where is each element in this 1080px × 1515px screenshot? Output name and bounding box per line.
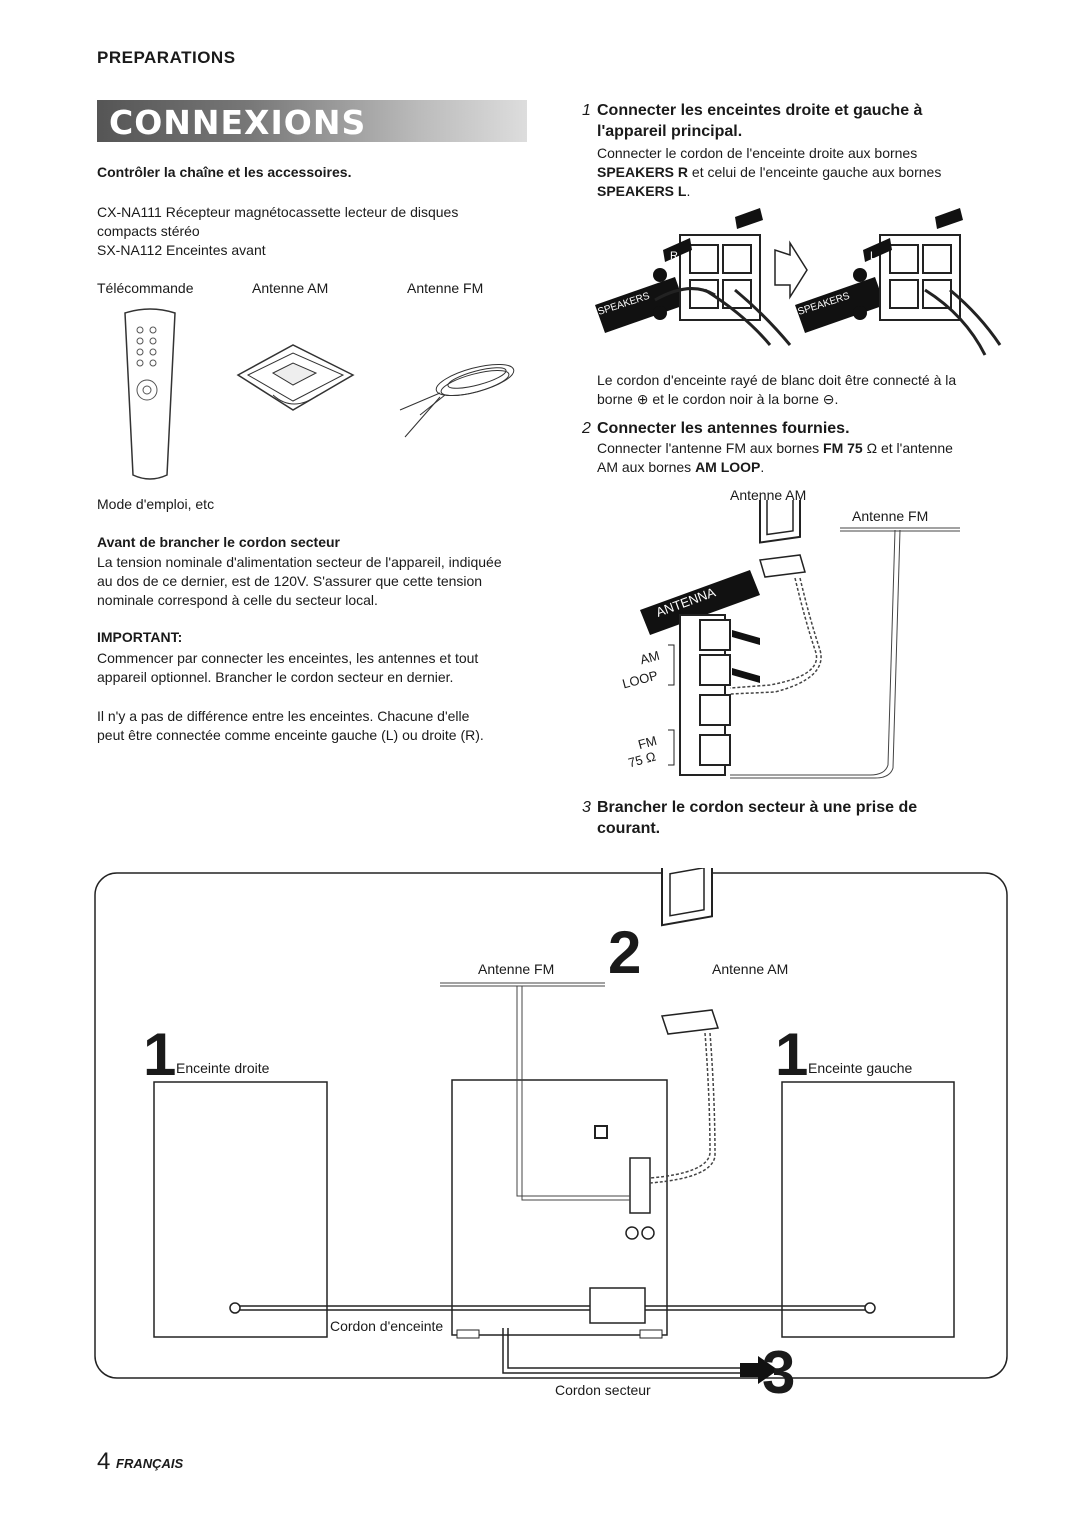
wire-note-2a: borne (597, 391, 637, 407)
speakers-l-term: SPEAKERS L (597, 183, 687, 199)
important-text-2: appareil optionnel. Brancher le cordon s… (97, 669, 454, 685)
arrow-icon (774, 240, 808, 300)
important-heading: IMPORTANT: (97, 629, 183, 645)
page-number: 4 (97, 1448, 111, 1475)
before-text-3: nominale correspond à celle du secteur l… (97, 592, 378, 608)
wire-note-2: borne ⊕ et le cordon noir à la borne ⊖. (597, 390, 838, 409)
overview-antenna-am: Antenne AM (712, 961, 789, 977)
overview-number-1-right: 1 (775, 1021, 809, 1088)
before-text-2: au dos de ce dernier, est de 120V. S'ass… (97, 573, 483, 589)
step1-heading-line1: Connecter les enceintes droite et gauche… (597, 102, 923, 119)
speaker-terminal-diagram: R SPEAKERS L SPEAKERS (595, 208, 1002, 356)
items-line-1: CX-NA111 Récepteur magnétocassette lecte… (97, 204, 459, 220)
step2-text-2a: AM aux bornes (597, 459, 696, 475)
overview-number-1-left: 1 (143, 1021, 177, 1088)
step2-text-1: Connecter l'antenne FM aux bornes FM 75 … (597, 439, 953, 458)
wire-note-2c: . (834, 391, 839, 407)
speakers-r-term: SPEAKERS R (597, 164, 689, 180)
step2-text-2: AM aux bornes AM LOOP. (597, 458, 764, 477)
step1-heading: 1 Connecter les enceintes droite et gauc… (582, 100, 1007, 142)
step1-text-1: Connecter le cordon de l'enceinte droite… (597, 145, 918, 161)
step3-heading-line2: courant. (597, 820, 661, 837)
overview-speaker-cord: Cordon d'enceinte (330, 1318, 444, 1334)
before-text-1: La tension nominale d'alimentation secte… (97, 554, 502, 570)
overview-diagram (94, 868, 1008, 1384)
banner-title: CONNEXIONS (109, 103, 367, 142)
antenna-am-label: Antenne AM (730, 487, 807, 503)
accessory-fm-label: Antenne FM (407, 280, 484, 296)
overview-speaker-right: Enceinte droite (176, 1060, 270, 1076)
terminal-l-tag: L (870, 250, 876, 262)
section-tag: PREPARATIONS (97, 48, 236, 67)
step2-text-2c: . (760, 459, 765, 475)
fm75-term: FM 75 (823, 440, 863, 456)
minus-terminal-icon: ⊖ (822, 391, 835, 407)
overview-number-2: 2 (608, 919, 642, 986)
step1-text-2: SPEAKERS R et celui de l'enceinte gauche… (597, 163, 941, 182)
step1-text-3: SPEAKERS L. (597, 182, 690, 201)
wire-note-2b: et le cordon noir à la borne (648, 391, 823, 407)
fm-antenna-illustration (399, 363, 515, 438)
step1-text-3-rest: . (686, 183, 691, 199)
step3-heading: 3 Brancher le cordon secteur à une prise… (582, 797, 1007, 839)
speakers-note-2: peut être connectée comme enceinte gauch… (97, 727, 484, 743)
step1-number: 1 (582, 102, 591, 119)
accessory-am-label: Antenne AM (252, 280, 329, 296)
step2-heading-text: Connecter les antennes fournies. (597, 420, 850, 437)
speakers-note-1: Il n'y a pas de différence entre les enc… (97, 708, 470, 724)
antenna-fm-label: Antenne FM (852, 508, 929, 524)
items-line-2: compacts stéréo (97, 223, 200, 239)
step2-number: 2 (582, 420, 591, 437)
important-text-1: Commencer par connecter les enceintes, l… (97, 650, 479, 666)
overview-speaker-left: Enceinte gauche (808, 1060, 913, 1076)
remote-control-illustration (124, 308, 176, 480)
plus-terminal-icon: ⊕ (636, 391, 649, 407)
step2-text-1a: Connecter l'antenne FM aux bornes (597, 440, 824, 456)
overview-power-cord: Cordon secteur (555, 1382, 651, 1398)
terminal-r-tag: R (670, 250, 678, 262)
check-heading: Contrôler la chaîne et les accessoires. (97, 164, 352, 180)
section-banner: CONNEXIONS (97, 100, 527, 142)
step2-text-1c: Ω et l'antenne (862, 440, 953, 456)
step3-number: 3 (582, 799, 591, 816)
overview-number-3: 3 (762, 1339, 796, 1406)
items-line-3: SX-NA112 Enceintes avant (97, 242, 266, 258)
am-antenna-illustration (236, 344, 355, 411)
step3-heading-line1: Brancher le cordon secteur à une prise d… (597, 799, 918, 816)
antenna-terminal-diagram: ANTENNA (640, 500, 960, 779)
wire-note-1: Le cordon d'enceinte rayé de blanc doit … (597, 372, 957, 388)
step1-text-2-rest: et celui de l'enceinte gauche aux bornes (688, 164, 942, 180)
am-loop-term: AM LOOP (695, 459, 761, 475)
arrow-right-icon (740, 1356, 778, 1384)
step1-heading-line2: l'appareil principal. (597, 123, 743, 140)
manual-note: Mode d'emploi, etc (97, 496, 215, 512)
before-heading: Avant de brancher le cordon secteur (97, 534, 340, 550)
language-label: FRANÇAIS (116, 1456, 184, 1471)
overview-antenna-fm: Antenne FM (478, 961, 555, 977)
accessory-remote-label: Télécommande (97, 280, 194, 296)
step2-heading: 2 Connecter les antennes fournies. (582, 418, 850, 439)
